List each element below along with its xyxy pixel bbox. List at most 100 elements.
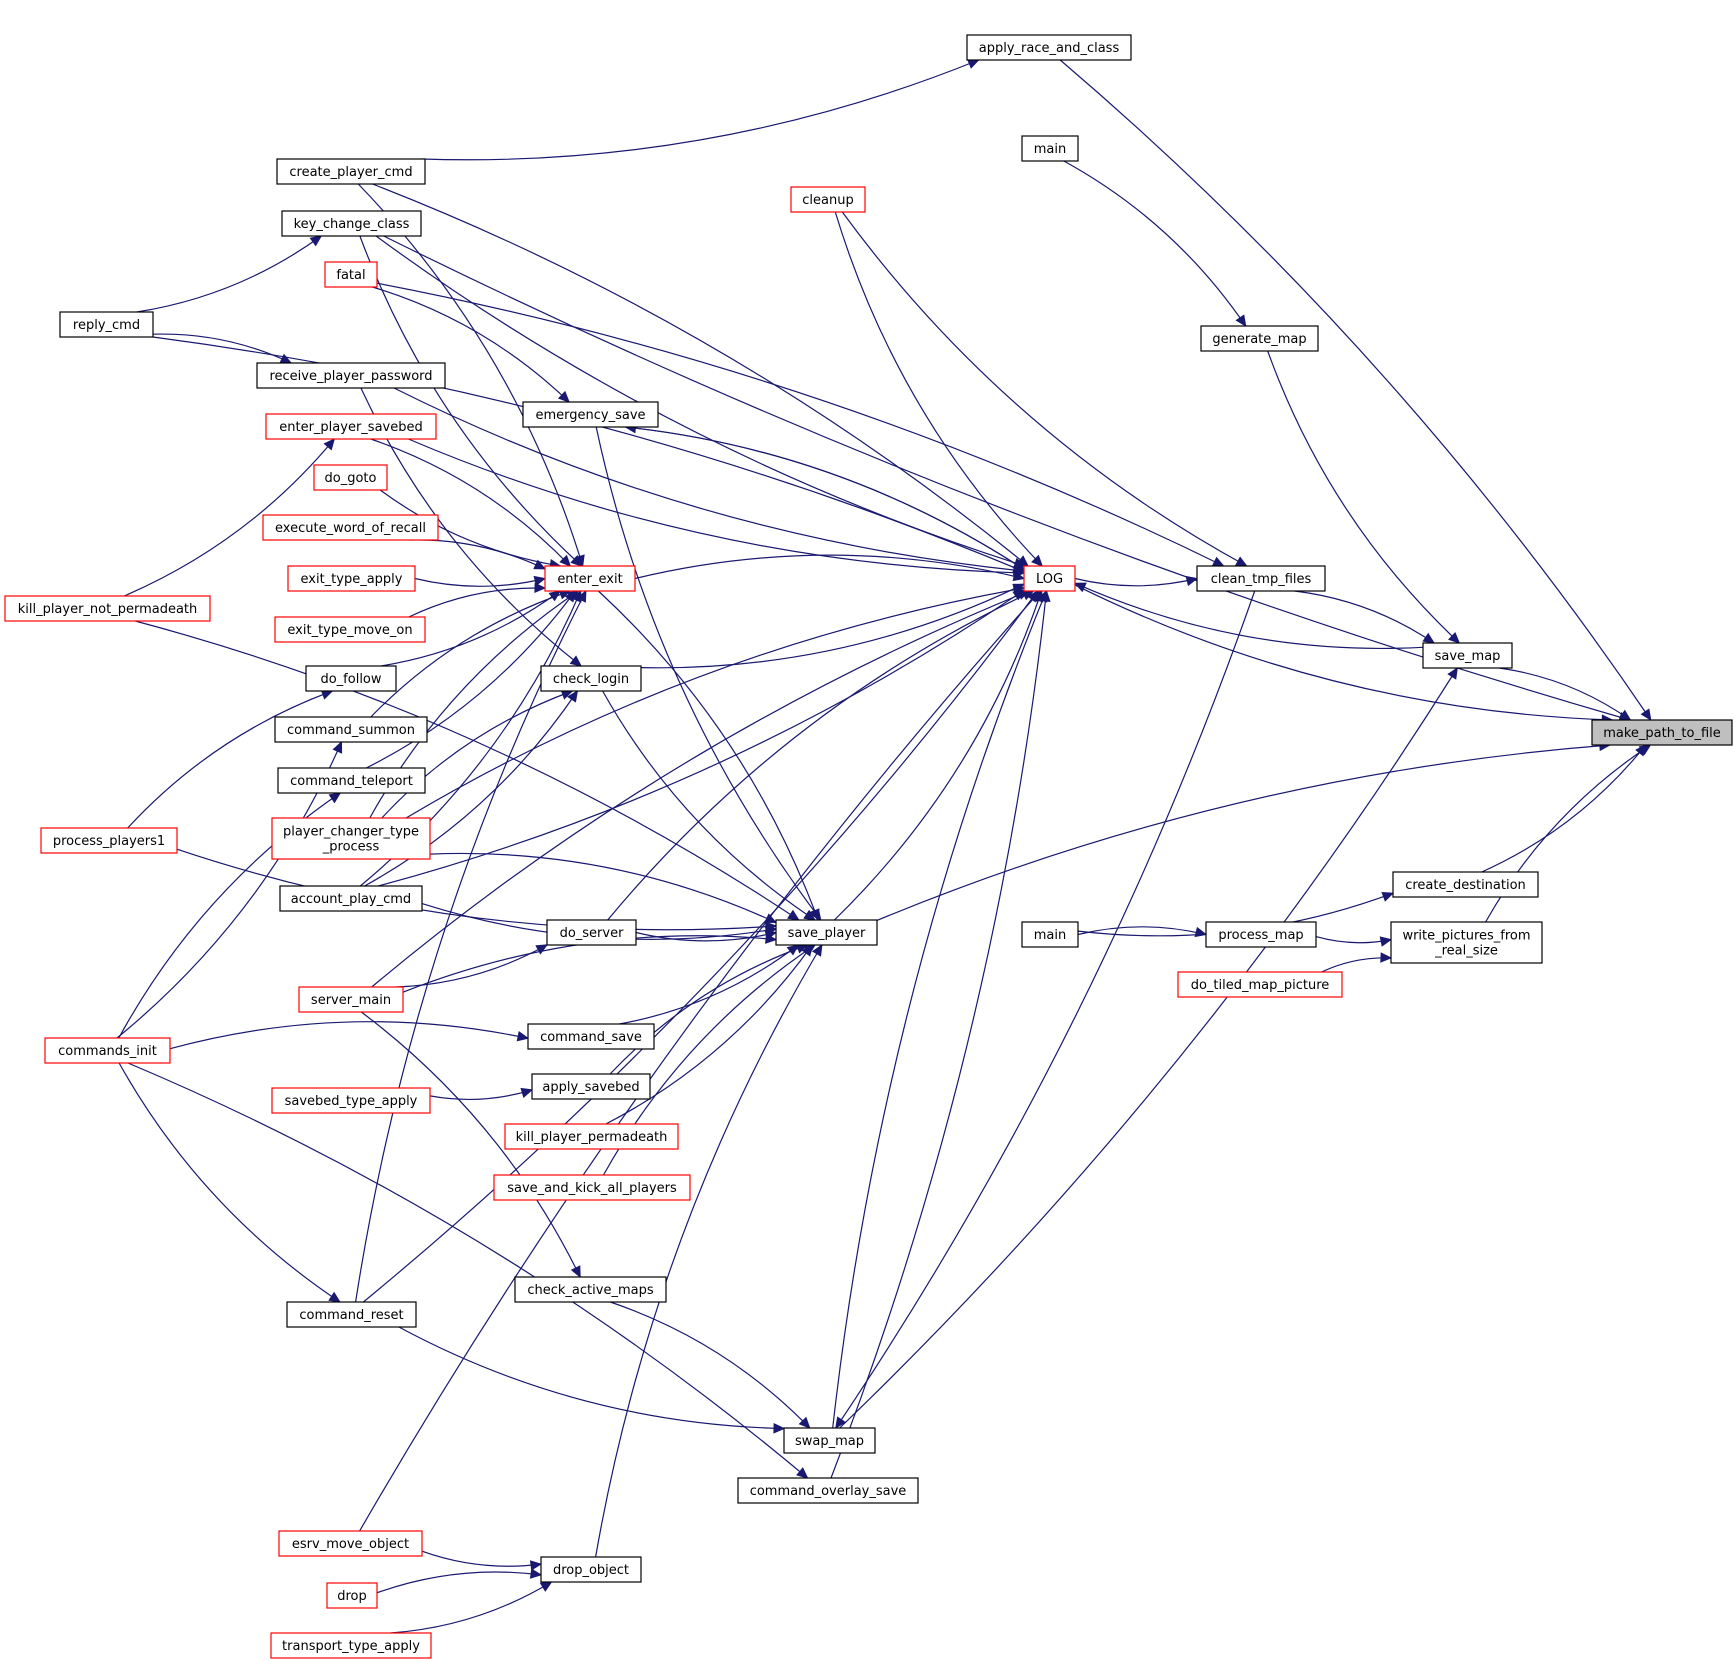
edge-create_destination-to-make_path_to_file [1481,744,1647,873]
node-do_goto[interactable]: do_goto [313,464,388,491]
edge-commands_init-to-command_reset [118,1062,341,1303]
node-reply_cmd[interactable]: reply_cmd [59,311,154,338]
arrowhead-drop-to-drop_object [529,1568,543,1579]
node-label-command_save: command_save [540,1030,642,1045]
node-clean_tmp_files[interactable]: clean_tmp_files [1196,565,1326,592]
node-label-enter_player_savebed: enter_player_savebed [279,420,422,435]
node-exit_type_apply[interactable]: exit_type_apply [287,565,416,592]
node-apply_race_and_class[interactable]: apply_race_and_class [966,34,1132,61]
edge-account_play_cmd-to-check_login [364,690,578,887]
node-label-do_follow: do_follow [320,672,381,687]
edge-emergency_save-to-LOG [625,426,1025,570]
arrowhead-main_a-to-generate_map [1235,314,1247,328]
node-do_tiled_map_picture[interactable]: do_tiled_map_picture [1177,971,1343,998]
edge-save_player-to-LOG [833,590,1043,921]
node-main_a[interactable]: main [1021,135,1079,162]
arrowhead-process_map-to-write_pictures [1379,936,1393,947]
node-esrv_move_object[interactable]: esrv_move_object [278,1530,423,1557]
arrowhead-exit_type_apply-to-enter_exit [533,575,547,587]
node-label-generate_map: generate_map [1212,332,1306,347]
edge-player_changer-to-save_player [429,852,777,924]
node-generate_map[interactable]: generate_map [1200,325,1319,352]
node-exit_type_move_on[interactable]: exit_type_move_on [274,616,426,643]
node-kill_player_permadeath[interactable]: kill_player_permadeath [504,1123,679,1150]
arrowhead-process_players1-to-save_player [765,921,778,933]
edge-command_reset-to-enter_exit [355,590,587,1303]
edge-enter_player_savebed-to-enter_exit [370,438,571,567]
node-label-execute_word_of_recall: execute_word_of_recall [275,521,426,536]
node-box-check_active_maps [514,1276,667,1303]
edge-savebed_type_apply-to-apply_savebed [429,1089,533,1101]
node-create_destination[interactable]: create_destination [1392,871,1539,898]
node-check_login[interactable]: check_login [540,665,642,692]
node-enter_player_savebed[interactable]: enter_player_savebed [265,413,437,440]
arrowhead-write_pictures-to-make_path_to_file [1638,744,1652,756]
node-make_path_to_file[interactable]: make_path_to_file [1591,719,1733,746]
node-box-do_goto [313,464,388,491]
edge-apply_race_and_class-to-make_path_to_file [1059,59,1652,721]
node-emergency_save[interactable]: emergency_save [522,401,659,428]
arrowhead-drop_object-to-save_player [811,943,823,957]
node-process_map[interactable]: process_map [1205,921,1317,948]
edge-save_map-to-make_path_to_file [1499,667,1631,721]
node-drop_object[interactable]: drop_object [540,1556,642,1583]
node-commands_init[interactable]: commands_init [44,1037,171,1064]
edge-main_a-to-generate_map [1063,160,1247,327]
node-label-drop_object: drop_object [553,1563,629,1578]
node-transport_type_apply[interactable]: transport_type_apply [270,1632,432,1659]
node-player_changer[interactable]: player_changer_type_process [271,817,431,860]
node-command_overlay_save[interactable]: command_overlay_save [737,1477,919,1504]
node-create_player_cmd[interactable]: create_player_cmd [276,158,426,185]
node-fatal[interactable]: fatal [324,261,378,288]
node-account_play_cmd[interactable]: account_play_cmd [279,885,423,912]
arrowhead-apply_race_and_class-to-make_path_to_file [1640,708,1652,722]
arrowhead-main_b-to-create_destination [1381,891,1395,902]
node-server_main[interactable]: server_main [298,986,404,1013]
node-box-server_main [298,986,404,1013]
edge-command_overlay_save-to-LOG [830,590,1048,1479]
node-enter_exit[interactable]: enter_exit [544,565,636,592]
node-key_change_class[interactable]: key_change_class [281,210,422,237]
edge-drop-to-drop_object [376,1571,542,1594]
node-label-write_pictures-0: write_pictures_from [1402,929,1530,944]
arrowhead-save_and_kick_all_players-to-save_player [803,944,817,956]
node-label-check_active_maps: check_active_maps [527,1283,653,1298]
node-main_b[interactable]: main [1021,921,1079,948]
node-box-savebed_type_apply [271,1087,431,1114]
node-box-commands_init [44,1037,171,1064]
node-process_players1[interactable]: process_players1 [40,827,178,854]
node-command_reset[interactable]: command_reset [286,1301,417,1328]
arrowhead-commands_init-to-command_save [516,1031,530,1042]
node-label-transport_type_apply: transport_type_apply [282,1639,420,1654]
arrowhead-LOG-to-clean_tmp_files [1185,575,1199,587]
node-savebed_type_apply[interactable]: savebed_type_apply [271,1087,431,1114]
edge-save_player-to-make_path_to_file [876,744,1610,921]
node-drop[interactable]: drop [326,1582,378,1609]
node-check_active_maps[interactable]: check_active_maps [514,1276,667,1303]
node-write_pictures[interactable]: write_pictures_from_real_size [1390,921,1543,964]
node-cleanup[interactable]: cleanup [790,186,866,213]
edge-do_goto-to-enter_exit [379,489,561,567]
node-save_map[interactable]: save_map [1422,642,1513,669]
node-save_and_kick_all_players[interactable]: save_and_kick_all_players [493,1174,691,1201]
edge-LOG-to-make_path_to_file [1074,584,1613,721]
node-do_server[interactable]: do_server [546,919,637,946]
edge-server_main-to-check_active_maps [360,1011,581,1278]
node-save_player[interactable]: save_player [775,919,878,946]
node-receive_player_password[interactable]: receive_player_password [256,362,446,389]
node-command_save[interactable]: command_save [527,1023,655,1050]
arrowhead-server_main-to-do_server [535,944,549,955]
node-command_summon[interactable]: command_summon [274,716,428,743]
node-box-command_summon [274,716,428,743]
node-do_follow[interactable]: do_follow [305,665,397,692]
edge-do_server-to-LOG [607,590,1034,921]
node-execute_word_of_recall[interactable]: execute_word_of_recall [262,514,439,541]
node-LOG[interactable]: LOG [1023,565,1076,592]
edge-swap_map-to-LOG [832,590,1047,1429]
edge-command_save-to-save_player [619,944,799,1025]
edge-process_map-to-write_pictures [1315,936,1392,944]
node-command_teleport[interactable]: command_teleport [277,767,426,794]
node-apply_savebed[interactable]: apply_savebed [531,1073,651,1100]
node-kill_player_not_permadeath[interactable]: kill_player_not_permadeath [4,595,211,622]
node-swap_map[interactable]: swap_map [783,1427,876,1454]
